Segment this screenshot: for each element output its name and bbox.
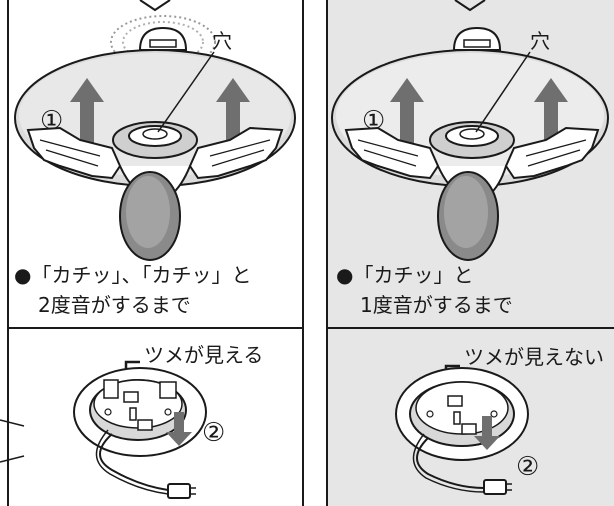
visible-claw	[103, 379, 119, 399]
right-step2-marker: ②	[516, 452, 540, 482]
hole-leader	[475, 51, 531, 133]
left-step1-marker: ①	[40, 106, 64, 136]
right-hole-label: 穴	[530, 29, 550, 53]
sensor-head	[452, 26, 502, 51]
left-note-line2: 2度音がするまで	[38, 293, 191, 317]
right-top-illustration	[331, 26, 609, 261]
hole-leader	[157, 51, 215, 133]
wire	[416, 437, 485, 489]
left-top-illustration	[14, 15, 296, 261]
left-hole-label: 穴	[212, 29, 232, 53]
right-note-line2: 1度音がするまで	[360, 293, 513, 317]
down-arrow	[474, 416, 500, 450]
top-arrow-left	[139, 0, 171, 12]
sound-aura	[110, 15, 216, 69]
left-claw-label: ツメが見える	[144, 343, 264, 367]
left-step2-marker: ②	[202, 418, 226, 448]
right-step1-marker: ①	[362, 106, 386, 136]
left-note-line1: ●「カチッ」、「カチッ」と	[14, 263, 252, 287]
right-bottom-illustration	[395, 364, 529, 495]
sensor-head	[138, 26, 188, 51]
connector	[167, 483, 191, 499]
right-claw-label: ツメが見えない	[464, 345, 604, 369]
right-note-line1: ●「カチッ」と	[336, 263, 474, 287]
down-arrow	[166, 412, 192, 446]
wire	[99, 433, 169, 491]
connector	[483, 479, 507, 495]
left-bottom-illustration	[0, 360, 207, 499]
top-arrow-right	[454, 0, 486, 12]
